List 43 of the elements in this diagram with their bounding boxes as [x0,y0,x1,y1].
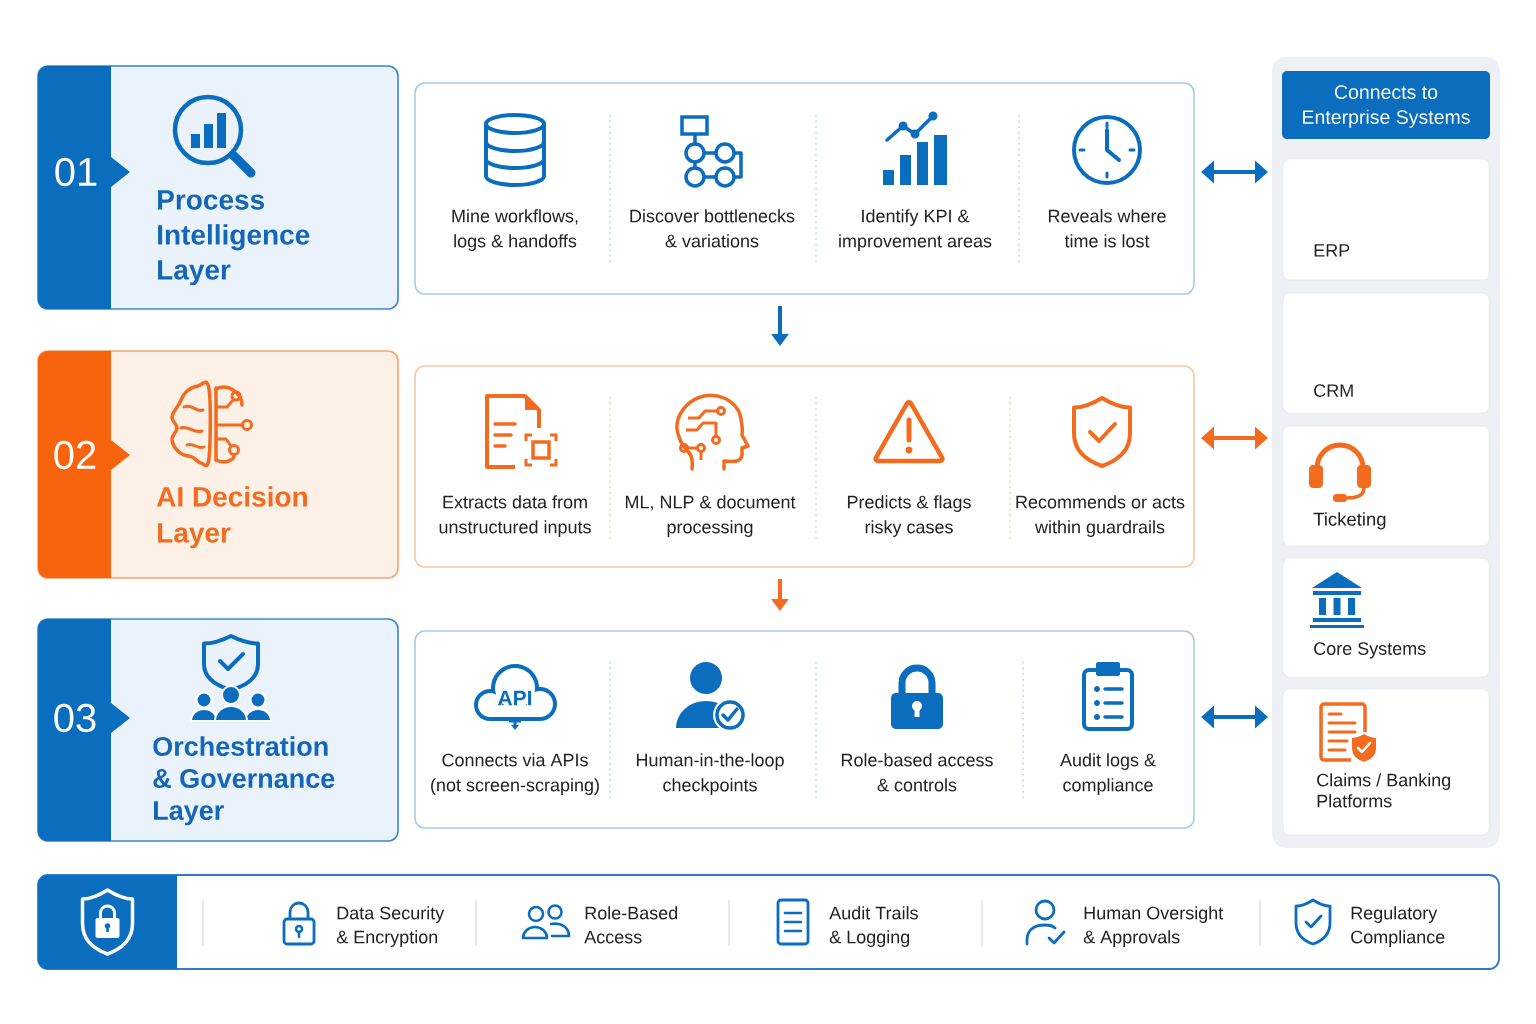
layer-title: AI Decision Layer [156,486,307,549]
step-number: 02 [54,440,96,470]
system-label: CRM [1314,384,1353,397]
step-number: 01 [55,157,97,187]
feature-panel [414,82,1195,295]
layer-card [37,618,399,842]
feature-label: Recommends or acts within guardrails [1016,495,1185,537]
layer-title: Process Intelligence Layer [158,190,310,286]
feature-panel [414,630,1195,829]
double-arrow [1201,705,1268,729]
system-card [1282,557,1490,678]
icon-label: API [498,690,532,706]
feature-label: Role-Based Access [584,906,678,944]
system-label: Ticketing [1313,512,1386,530]
double-arrow [1201,426,1268,450]
feature-label: Identify KPI & improvement areas [839,209,992,251]
feature-label: Reveals where time is lost [1048,209,1166,248]
feature-label: Mine workflows, logs & handoffs [452,209,578,251]
feature-label: Data Security & Encryption [336,906,445,947]
feature-label: Audit logs & compliance [1060,753,1156,795]
step-number: 03 [54,703,96,733]
system-label: ERP [1314,244,1350,257]
feature-label: ML, NLP & document processing [625,495,796,537]
feature-label: Audit Trails & Logging [829,906,918,947]
feature-label: Regulatory Compliance [1351,906,1445,947]
banner-bar [37,874,1500,970]
feature-label: Human-in-the-loop checkpoints [636,753,784,795]
layer-card [37,65,399,310]
feature-label: Connects via APIs (not screen-scraping) [431,753,599,795]
feature-label: Discover bottlenecks & variations [630,209,795,248]
feature-label: Human Oversight & Approvals [1083,906,1224,947]
header-box: Connects to Enterprise Systems [1282,71,1490,139]
system-card [1282,425,1490,547]
system-label: Core Systems [1314,642,1426,659]
feature-label: Role-based access & controls [841,753,993,792]
system-card [1282,688,1490,836]
feature-label: Predicts & flags risky cases [847,495,971,537]
layer-card [37,350,399,579]
double-arrow [1201,160,1268,184]
feature-panel [414,365,1195,568]
system-label: Claims / Banking Platforms [1317,773,1451,808]
layer-title: Orchestration & Governance Layer [153,736,335,826]
feature-label: Extracts data from unstructured inputs [439,495,591,537]
